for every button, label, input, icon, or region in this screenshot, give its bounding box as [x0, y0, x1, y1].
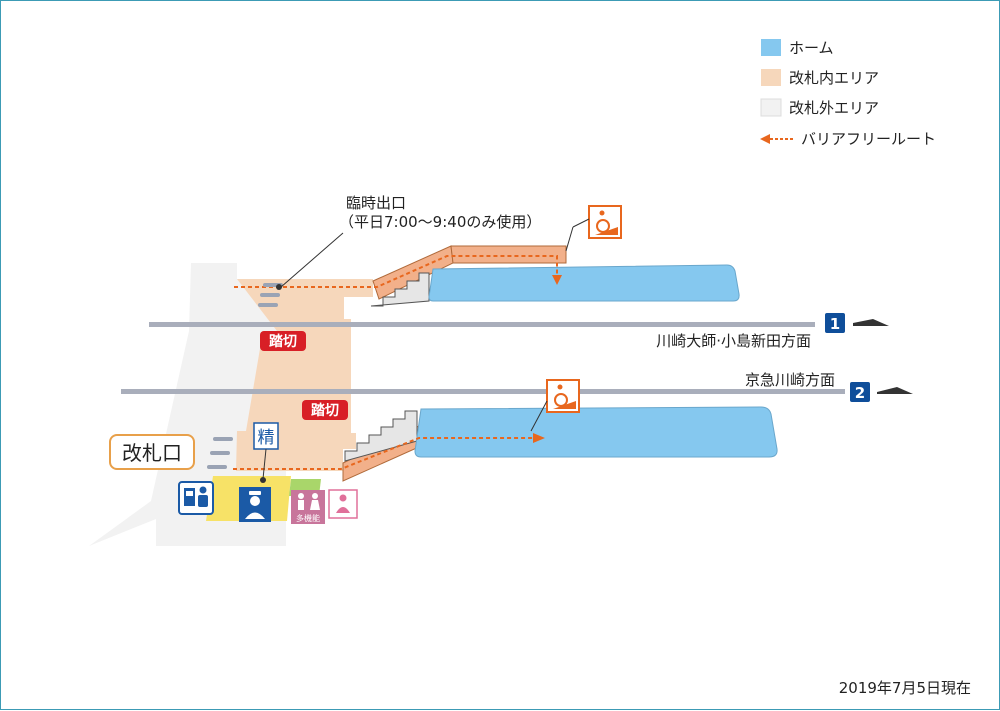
- track-1-badge: 1: [825, 313, 845, 333]
- crossing-badge-lower: 踏切: [302, 400, 348, 420]
- legend-label-inside-gate: 改札内エリア: [789, 69, 879, 87]
- track-1-rail: [149, 322, 815, 327]
- ticket-gate-label: 改札口: [109, 434, 195, 470]
- wheelchair-ramp-icon-lower: [530, 379, 580, 432]
- train-icon-track-1: [853, 319, 889, 326]
- legend-swatch-outside-gate: [760, 98, 782, 117]
- fare-adjust-sign: 精: [253, 422, 279, 483]
- track-2-direction: 京急川崎方面: [745, 371, 835, 389]
- legend: ホーム 改札内エリア 改札外エリア バリアフリールート: [760, 39, 936, 148]
- platform-lower: [414, 406, 778, 458]
- station-staff-icon: [239, 487, 271, 522]
- track-2-badge: 2: [850, 382, 870, 402]
- barrier-free-route-upper: [234, 255, 562, 288]
- temp-exit-title: 臨時出口: [346, 194, 406, 212]
- legend-swatch-home: [761, 39, 781, 56]
- upper-stairs: [370, 245, 567, 307]
- temp-exit-callout: 臨時出口 （平日7:00～9:40のみ使用）: [276, 194, 541, 290]
- gate-stair-marks: [207, 437, 233, 469]
- wheelchair-ramp-icon-upper: [565, 205, 622, 252]
- track-2-number: 2: [855, 384, 865, 402]
- track-2-rail: [121, 389, 845, 394]
- fare-adjust-label: 精: [258, 428, 275, 448]
- platform-upper: [428, 264, 740, 302]
- legend-swatch-inside-gate: [761, 69, 781, 86]
- track-1-number: 1: [830, 315, 840, 333]
- ticket-gate-text: 改札口: [122, 441, 182, 465]
- legend-label-outside-gate: 改札外エリア: [789, 99, 879, 117]
- legend-label-barrier-free: バリアフリールート: [801, 130, 936, 148]
- track-1-direction: 川崎大師·小島新田方面: [656, 332, 811, 350]
- outside-gate-area: [89, 263, 286, 546]
- ticket-machine-icon: [178, 481, 214, 515]
- as-of-date: 2019年7月5日現在: [839, 679, 971, 697]
- crossing-label-upper: 踏切: [269, 333, 297, 350]
- crossing-label-lower: 踏切: [311, 402, 339, 419]
- temp-exit-hours: （平日7:00～9:40のみ使用）: [339, 213, 541, 231]
- multipurpose-toilet-icon: 多機能: [291, 490, 325, 524]
- train-icon-track-2: [877, 387, 913, 394]
- legend-label-home: ホーム: [789, 39, 834, 57]
- barrier-free-route-lower: [233, 433, 545, 470]
- multipurpose-toilet-label: 多機能: [296, 513, 320, 523]
- crossing-badge-upper: 踏切: [260, 331, 306, 351]
- legend-route-line: [760, 134, 795, 144]
- baby-care-icon: [328, 489, 358, 519]
